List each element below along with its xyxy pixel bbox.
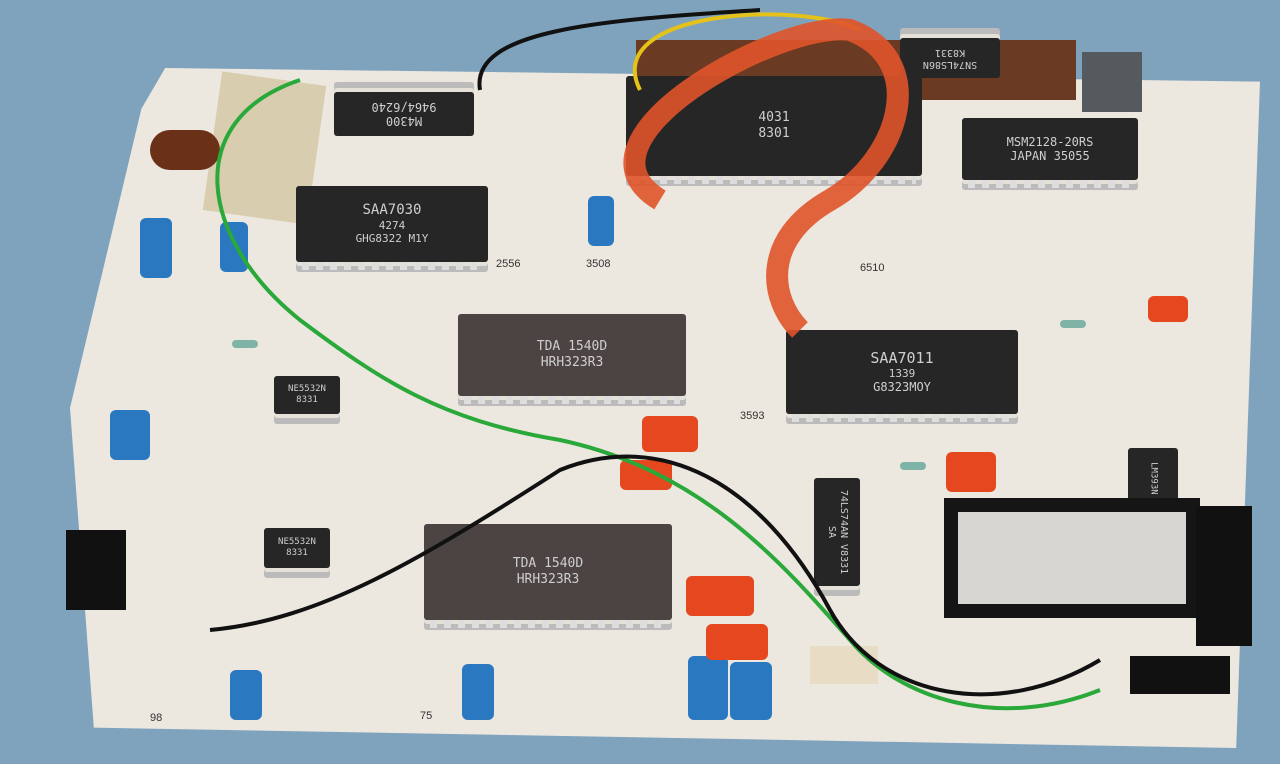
capacitor <box>730 662 772 720</box>
chip-label: 8331 <box>296 395 318 405</box>
chip-label: 1339 <box>888 367 916 381</box>
green-wire <box>215 78 1101 711</box>
silkscreen-label: 75 <box>420 710 433 722</box>
chip-label: SAA7030 <box>362 202 422 219</box>
chip-label: G8323MOY <box>873 380 931 395</box>
chip-tda1540d-top: TDA 1540D HRH323R3 <box>458 314 686 404</box>
capacitor-film <box>1148 296 1188 322</box>
chip-ne5532-a: NE5532N 8331 <box>274 376 340 414</box>
resistor <box>1060 320 1086 328</box>
chip-saa7030: SAA7030 4274 GHG8322 M1Y <box>296 186 488 270</box>
capacitor <box>230 670 262 720</box>
silkscreen-label: 2556 <box>496 258 521 270</box>
capacitor <box>588 196 614 246</box>
capacitor <box>140 218 172 278</box>
chip-label: HRH323R3 <box>540 355 604 370</box>
black-wire <box>477 8 761 91</box>
metal-bracket <box>1082 52 1142 112</box>
ribbon-cable <box>623 18 909 338</box>
chip-label: MSM2128-20RS <box>1006 134 1094 149</box>
chip-label: NE5532N <box>278 537 316 548</box>
resistor <box>232 340 258 348</box>
chip-label: JAPAN 35055 <box>1010 149 1090 163</box>
capacitor-film <box>642 416 698 452</box>
capacitor <box>462 664 494 720</box>
capacitor <box>220 222 248 272</box>
inductor <box>150 130 220 170</box>
chip-label: 8331 <box>286 548 308 558</box>
black-wire <box>209 454 1102 697</box>
chip-label: 4274 <box>378 219 406 233</box>
chip-label: 8301 <box>758 126 790 141</box>
chip-label: TDA 1540D <box>512 556 584 572</box>
pin-header <box>1130 656 1230 694</box>
heatsink-right <box>1196 506 1252 646</box>
ic-socket <box>944 498 1200 618</box>
capacitor-film <box>706 624 768 660</box>
capacitor <box>110 410 150 460</box>
chip-label: 4031 <box>758 110 790 126</box>
chip-label: GHG8322 M1Y <box>355 232 429 246</box>
chip-label: TDA 1540D <box>536 339 608 355</box>
chip-saa7011: SAA7011 1339 G8323MOY <box>786 330 1018 422</box>
capacitor <box>688 656 728 720</box>
silkscreen-label: 6510 <box>860 262 885 274</box>
silkscreen-label: 98 <box>150 712 163 724</box>
chip-label: NE5532N <box>288 384 326 395</box>
heatsink-left <box>66 530 126 610</box>
chip-label: SAA7011 <box>870 349 934 368</box>
capacitor-film <box>946 452 996 492</box>
chip-74ls74: 74LS74AN V8331 SA <box>814 478 860 586</box>
resistor <box>900 462 926 470</box>
chip-label: HRH323R3 <box>516 572 580 587</box>
chip-ne5532-b: NE5532N 8331 <box>264 528 330 568</box>
silkscreen-label: 3508 <box>586 258 611 270</box>
chip-msm2128: MSM2128-20RS JAPAN 35055 <box>962 118 1138 188</box>
capacitor-film <box>686 576 754 616</box>
capacitor-film <box>620 460 672 490</box>
silkscreen-label: 3593 <box>740 410 765 422</box>
chip-tda1540d-bottom: TDA 1540D HRH323R3 <box>424 524 672 628</box>
